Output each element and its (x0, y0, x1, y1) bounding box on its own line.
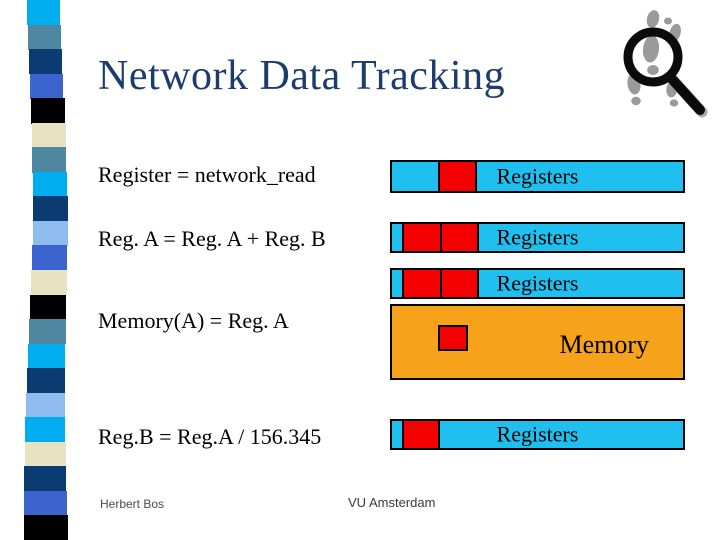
code-line-memory-store: Memory(A) = Reg. A (98, 308, 289, 333)
ribbon-block-steel (29, 319, 66, 345)
ribbon-block-navy (33, 196, 68, 222)
registers-label: Registers (496, 223, 579, 249)
registers-bar: Registers (390, 222, 685, 253)
ribbon-block-black (24, 515, 68, 540)
registers-label: Registers (496, 420, 579, 446)
footer-institution: VU Amsterdam (348, 495, 436, 510)
red-cell (404, 270, 442, 297)
ribbon-block-navy (27, 368, 65, 394)
registers-label: Registers (496, 162, 579, 188)
decorative-ribbon (0, 0, 80, 540)
red-cell (438, 325, 468, 351)
cyan-cell (392, 270, 404, 297)
ribbon-block-cyan (28, 343, 65, 369)
slide-title: Network Data Tracking (98, 53, 506, 99)
ribbon-block-black (30, 294, 66, 320)
registers-bar: Registers (390, 268, 685, 299)
ribbon-block-royal (24, 490, 67, 517)
registers-label: Registers (496, 269, 579, 295)
ribbon-block-lightblue (33, 220, 68, 247)
registers-bar: Registers (390, 419, 685, 450)
ribbon-block-navy (24, 466, 66, 492)
cyan-cell (392, 421, 404, 448)
ribbon-block-navy (29, 49, 62, 75)
code-line-add: Reg. A = Reg. A + Reg. B (98, 226, 326, 251)
red-cell (442, 270, 479, 297)
code-line-divide: Reg.B = Reg.A / 156.345 (98, 424, 322, 449)
code-line-register-read: Register = network_read (98, 162, 316, 187)
ribbon-block-cream (31, 270, 67, 296)
ribbon-block-cyan (33, 171, 67, 198)
red-cell (440, 162, 477, 191)
ribbon-block-cyan (25, 417, 65, 443)
red-cell (404, 421, 440, 448)
cyan-cell (392, 224, 404, 251)
ribbon-block-steel (32, 147, 66, 173)
ribbon-block-royal (32, 245, 67, 271)
ribbon-block-cream (32, 122, 66, 149)
ribbon-block-lightblue (26, 392, 65, 419)
ribbon-block-cyan (27, 0, 60, 26)
memory-box: Memory (390, 304, 685, 380)
cyan-cell (392, 162, 440, 191)
ribbon-block-black (31, 98, 65, 124)
footer-author: Herbert Bos (100, 497, 165, 511)
red-cell (442, 224, 479, 251)
magnifier-footprints-icon (623, 10, 708, 118)
ribbon-block-steel (28, 24, 61, 50)
memory-label: Memory (559, 330, 649, 359)
ribbon-block-cream (25, 441, 66, 468)
red-cell (404, 224, 442, 251)
registers-bar: Registers (390, 160, 685, 193)
ribbon-block-royal (30, 73, 63, 99)
